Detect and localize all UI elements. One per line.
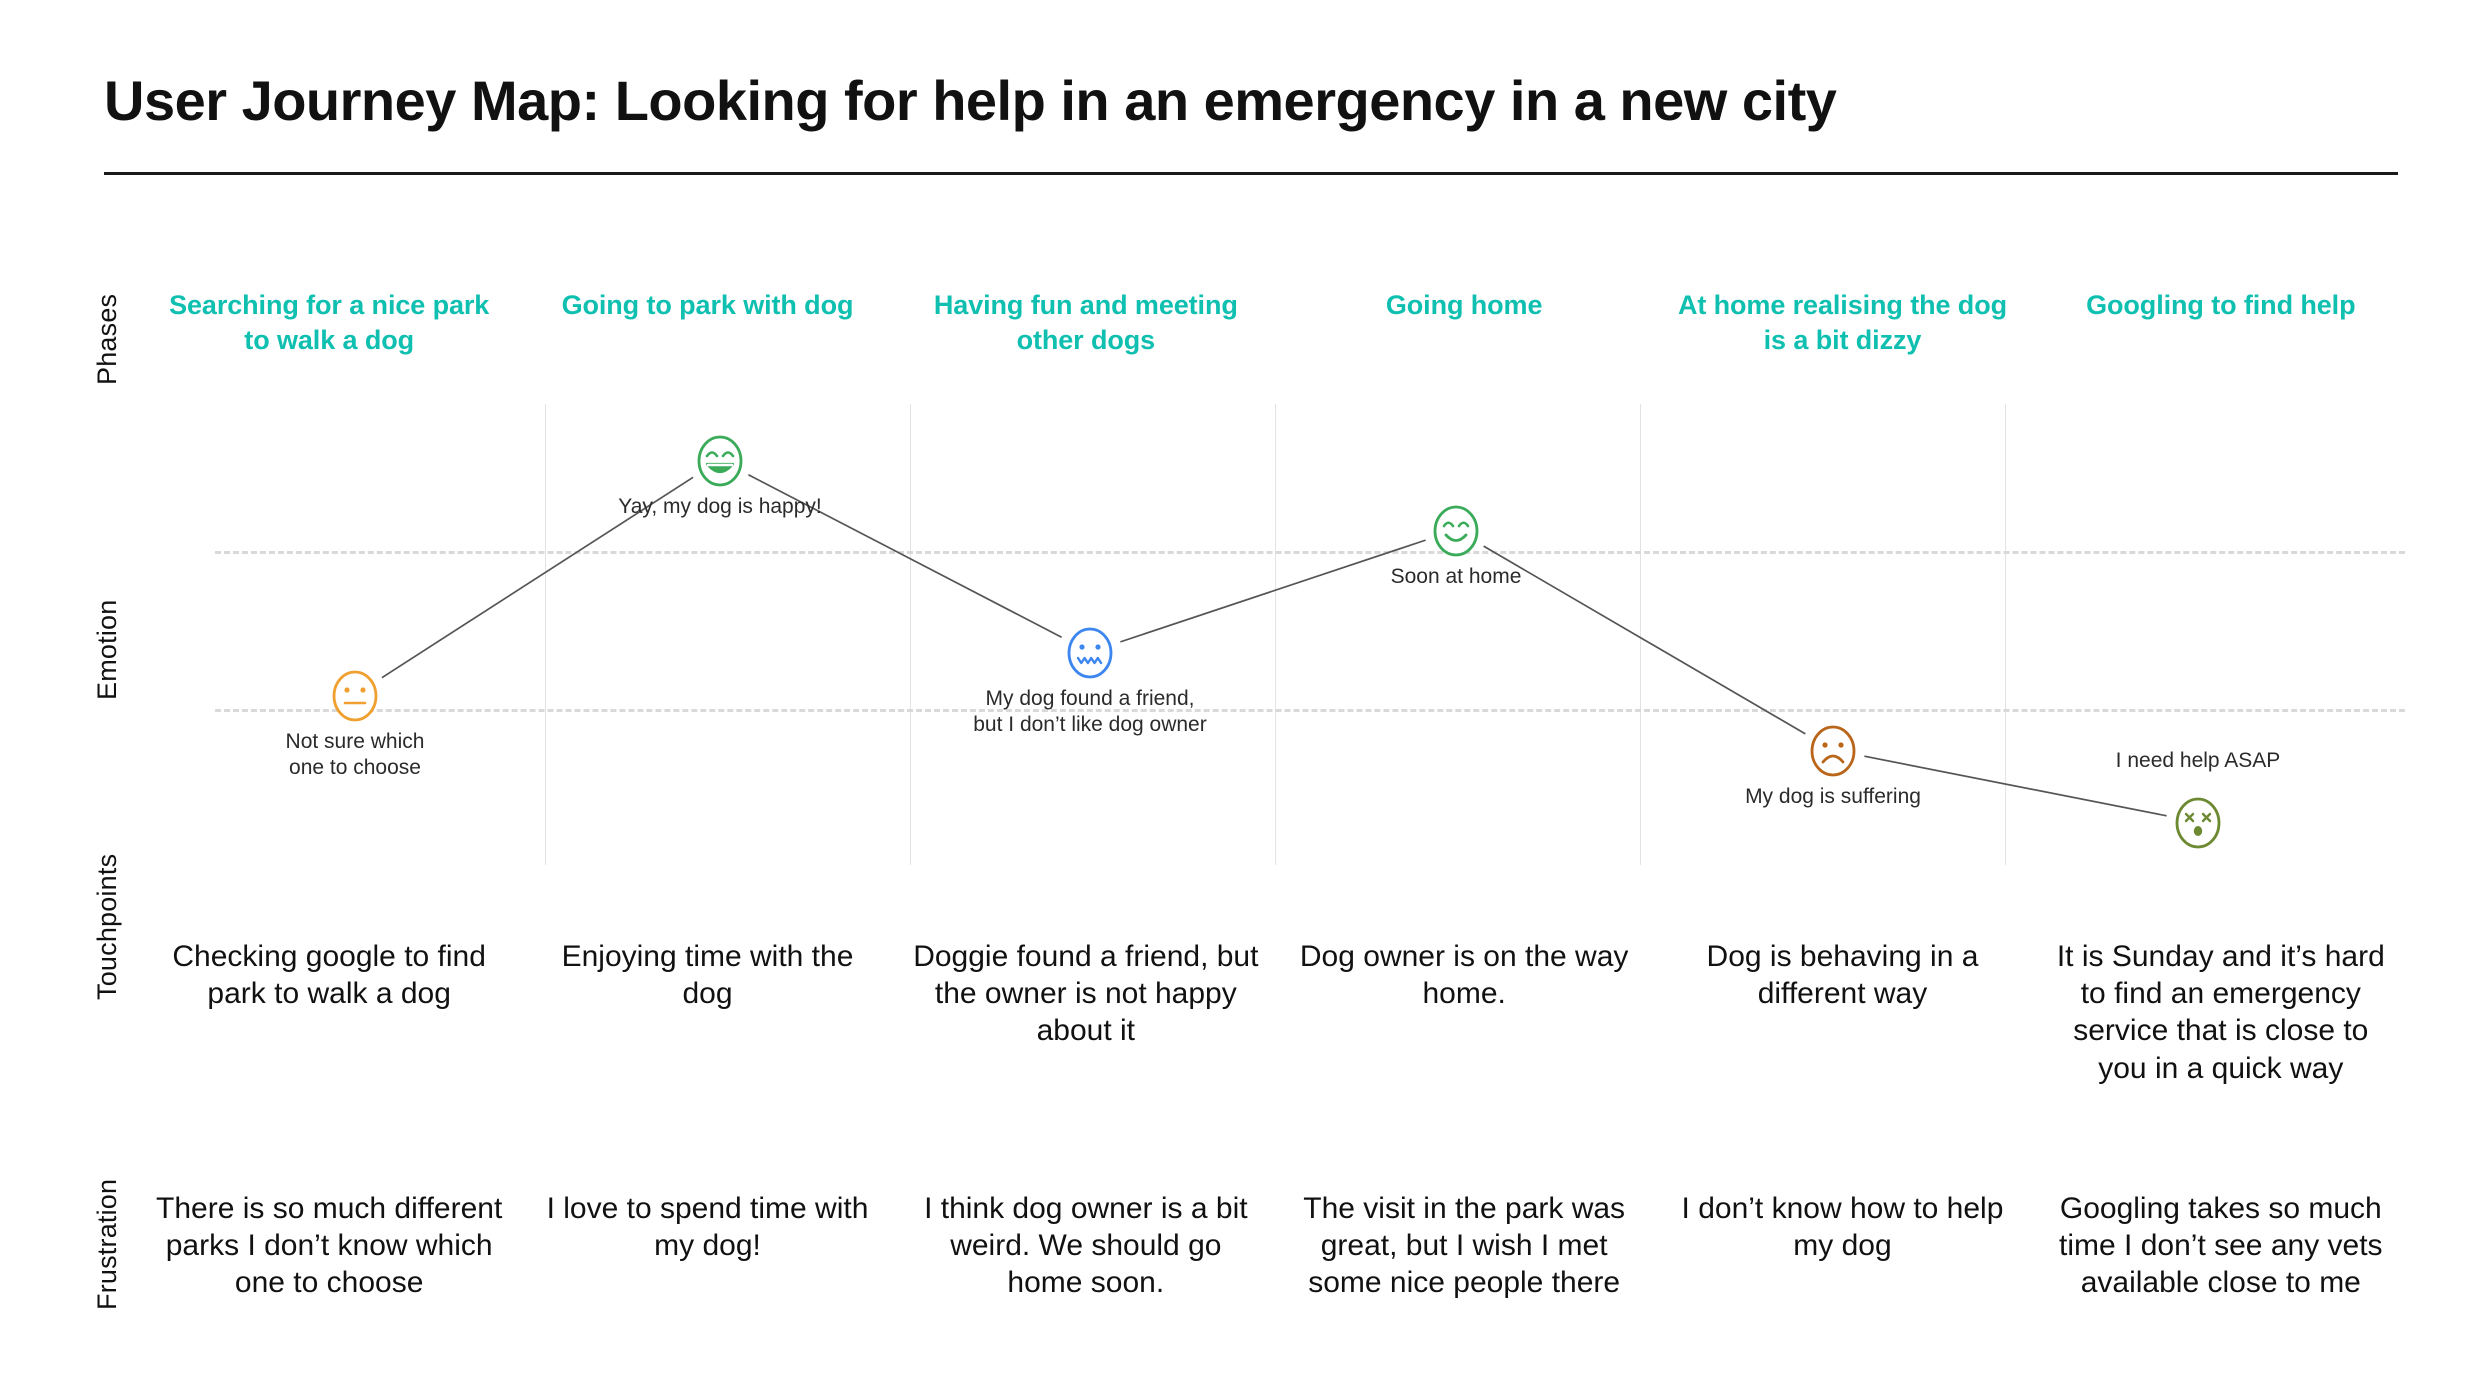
row-label-phases: Phases — [92, 293, 122, 385]
phases-row: Searching for a nice park to walk a dog … — [140, 288, 2410, 357]
emotion-curve-segment — [748, 473, 1062, 639]
title-divider — [104, 172, 2398, 175]
emotion-caption: Yay, my dog is happy! — [618, 495, 822, 518]
phase-label: Going to park with dog — [561, 290, 854, 320]
frustration-cell: The visit in the park was great, but I w… — [1303, 1192, 1626, 1300]
touchpoint-cell: Doggie found a friend, but the owner is … — [913, 940, 1259, 1048]
column-divider — [545, 404, 546, 865]
emotion-caption: Soon at home — [1390, 565, 1522, 588]
laughing-face-icon — [692, 432, 748, 493]
phase-label: Searching for a nice park to walk a dog — [169, 290, 490, 355]
frustration-cell: I think dog owner is a bit weird. We sho… — [924, 1192, 1248, 1300]
touchpoints-row: Checking google to find park to walk a d… — [140, 938, 2410, 1087]
emotion-curve-segment — [381, 476, 694, 679]
emotion-reference-line-lower — [215, 709, 2405, 712]
column-divider — [910, 404, 911, 865]
touchpoint-cell: Enjoying time with the dog — [561, 940, 854, 1011]
phase-cell-3: Having fun and meeting other dogs — [897, 288, 1275, 357]
confounded-face-icon — [1062, 624, 1118, 685]
touchpoint-cell: Dog is behaving in a different way — [1706, 940, 1979, 1011]
frustration-row: There is so much different parks I don’t… — [140, 1190, 2410, 1302]
frustration-cell: Googling takes so much time I don’t see … — [2059, 1192, 2383, 1300]
row-label-touchpoints: Touchpoints — [92, 853, 122, 1000]
touchpoint-cell: It is Sunday and it’s hard to find an em… — [2056, 940, 2385, 1085]
phase-cell-5: At home realising the dog is a bit dizzy — [1653, 288, 2031, 357]
neutral-face-icon — [327, 667, 383, 728]
touchpoint-cell: Checking google to find park to walk a d… — [172, 940, 486, 1011]
phase-cell-4: Going home — [1275, 288, 1653, 357]
frustration-cell: There is so much different parks I don’t… — [156, 1192, 503, 1300]
phase-cell-1: Searching for a nice park to walk a dog — [140, 288, 518, 357]
phase-label: Googling to find help — [2086, 290, 2356, 320]
frustration-cell: I don’t know how to help my dog — [1681, 1192, 2004, 1263]
emotion-curve-segment — [1120, 539, 1426, 643]
phase-cell-6: Googling to find help — [2032, 288, 2410, 357]
emotion-curve-segment — [1483, 545, 1806, 735]
phase-label: Having fun and meeting other dogs — [933, 290, 1238, 355]
phase-label: At home realising the dog is a bit dizzy — [1677, 290, 2007, 355]
emotion-reference-line-upper — [215, 551, 2405, 554]
phase-cell-2: Going to park with dog — [518, 288, 896, 357]
phase-label: Going home — [1385, 290, 1543, 320]
emotion-caption: Not sure which one to choose — [285, 730, 425, 779]
column-divider — [1275, 404, 1276, 865]
frustration-cell: I love to spend time with my dog! — [546, 1192, 869, 1263]
dizzy-face-icon — [2170, 794, 2226, 855]
frowning-face-icon — [1805, 722, 1861, 783]
column-divider — [1640, 404, 1641, 865]
column-divider — [2005, 404, 2006, 865]
page-title: User Journey Map: Looking for help in an… — [104, 69, 1837, 132]
emotion-caption: I need help ASAP — [2115, 749, 2281, 772]
row-label-frustration: Frustration — [92, 1178, 122, 1310]
touchpoint-cell: Dog owner is on the way home. — [1299, 940, 1629, 1011]
emotion-caption: My dog is suffering — [1745, 785, 1921, 808]
row-label-emotion: Emotion — [92, 599, 122, 700]
emotion-curve-segment — [1864, 755, 2167, 817]
